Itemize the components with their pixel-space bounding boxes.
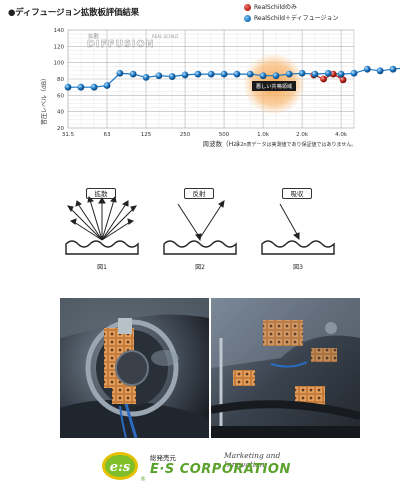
chart-grid xyxy=(67,29,355,129)
data-point-1 xyxy=(155,72,163,80)
y-tick-label: 60 xyxy=(57,93,64,99)
data-point-1 xyxy=(246,70,254,78)
x-tick-label: 500 xyxy=(219,132,230,138)
brand-footer: e:s ® 総発売元 Marketing and Innovation E·S … xyxy=(100,448,320,488)
data-point-1 xyxy=(363,65,371,73)
door-panel-photo-image xyxy=(211,298,360,438)
data-point-1 xyxy=(142,73,150,81)
legend-label: RealSchildのみ xyxy=(254,4,297,11)
data-point-1 xyxy=(103,82,111,89)
y-tick-label: 20 xyxy=(57,126,64,132)
watermark-small: 拡散 xyxy=(88,32,100,40)
y-tick-label: 100 xyxy=(54,61,65,67)
diagram-reflection: 反射 図2 xyxy=(160,188,240,278)
data-point-1 xyxy=(77,83,85,91)
data-point-1 xyxy=(337,70,345,78)
diagram-caption: 図2 xyxy=(195,264,205,271)
diagram-diffusion: 拡散 図1 xyxy=(62,188,142,278)
data-point-1 xyxy=(129,70,137,78)
legend-red-dot-icon xyxy=(244,4,251,11)
door-speaker-photo-image xyxy=(60,298,209,438)
y-tick-label: 120 xyxy=(54,44,65,50)
data-point-1 xyxy=(220,70,228,78)
logo-text: e:s xyxy=(110,460,131,475)
data-point-0 xyxy=(320,75,327,83)
annotation-background xyxy=(252,81,296,91)
photo-door-panel xyxy=(211,298,360,438)
seller-label: 総発売元 xyxy=(150,454,176,462)
legend-blue-dot-icon xyxy=(244,15,251,22)
data-point-1 xyxy=(194,70,202,78)
legend-label: RealSchild＋ディフュージョン xyxy=(254,15,339,22)
x-axis-label: 周波数（Hz） xyxy=(203,139,244,148)
frequency-response-chart: 拡散 REAL SCHILD DIFFUSION 悪しい共鳴領域 20 40 60 8… xyxy=(40,28,400,148)
x-tick-label: 250 xyxy=(180,132,191,138)
data-point-1 xyxy=(233,70,241,78)
diagram-caption: 図1 xyxy=(97,264,107,271)
diffusion-arrows-icon xyxy=(65,195,139,255)
brand-name: E·S CORPORATION xyxy=(150,462,291,477)
data-point-1 xyxy=(116,69,124,77)
chart-note: ※2n表データは実測値であり保証値ではありません。 xyxy=(236,141,356,148)
data-point-1 xyxy=(168,73,176,80)
data-point-1 xyxy=(90,83,98,91)
brand-tagline: Marketing and Innovation xyxy=(224,451,281,469)
y-tick-label: 140 xyxy=(54,28,65,34)
data-point-1 xyxy=(285,70,293,78)
legend-item-diffusion: RealSchild＋ディフュージョン xyxy=(244,13,338,24)
data-point-1 xyxy=(259,72,267,80)
diagram-absorption: 吸収 図3 xyxy=(258,188,338,278)
data-point-0 xyxy=(329,70,337,78)
x-tick-label: 2.0k xyxy=(296,132,309,138)
annotation-label: 悪しい共鳴領域 xyxy=(256,82,292,90)
chart-legend: RealSchildのみ RealSchild＋ディフュージョン xyxy=(244,2,338,24)
es-logo-icon: e:s xyxy=(102,452,138,480)
data-point-1 xyxy=(376,67,384,75)
section-heading: ●ディフュージョン拡散板評価結果 xyxy=(8,8,139,18)
annotation-box: 悪しい共鳴領域 xyxy=(252,81,296,91)
y-axis-label: 音圧レベル（dB） xyxy=(40,75,48,125)
y-tick-label: 40 xyxy=(57,110,64,116)
data-point-1 xyxy=(64,83,72,91)
installation-photos xyxy=(60,298,360,438)
data-point-0 xyxy=(339,76,347,84)
diagram-tag: 拡散 xyxy=(86,188,116,199)
data-point-1 xyxy=(311,70,319,78)
diagram-tag: 吸収 xyxy=(282,188,312,199)
reflection-diagrams: 拡散 図1 反射 図2 xyxy=(0,180,400,280)
absorption-arrow-icon xyxy=(261,203,335,255)
diagram-caption: 図3 xyxy=(293,264,303,271)
data-point-1 xyxy=(389,65,397,73)
data-point-1 xyxy=(207,70,215,78)
x-tick-label: 125 xyxy=(141,132,152,138)
data-point-1 xyxy=(181,71,189,79)
reflection-arrows-icon xyxy=(163,200,237,255)
watermark-brand: REAL SCHILD xyxy=(152,34,178,39)
diagram-tag: 反射 xyxy=(184,188,214,199)
data-point-1 xyxy=(324,69,332,77)
watermark-diffusion: DIFFUSION xyxy=(87,39,155,50)
x-tick-label: 4.0k xyxy=(335,132,348,138)
x-tick-label: 1.0k xyxy=(257,132,270,138)
data-point-1 xyxy=(350,69,358,77)
x-tick-label: 31.5 xyxy=(62,132,75,138)
data-point-1 xyxy=(272,72,280,80)
registered-mark: ® xyxy=(140,476,146,483)
x-tick-label: 63 xyxy=(104,132,111,138)
y-tick-label: 80 xyxy=(57,77,64,83)
photo-door-speaker xyxy=(60,298,209,438)
data-point-1 xyxy=(298,69,306,77)
legend-item-realschild: RealSchildのみ xyxy=(244,2,338,13)
